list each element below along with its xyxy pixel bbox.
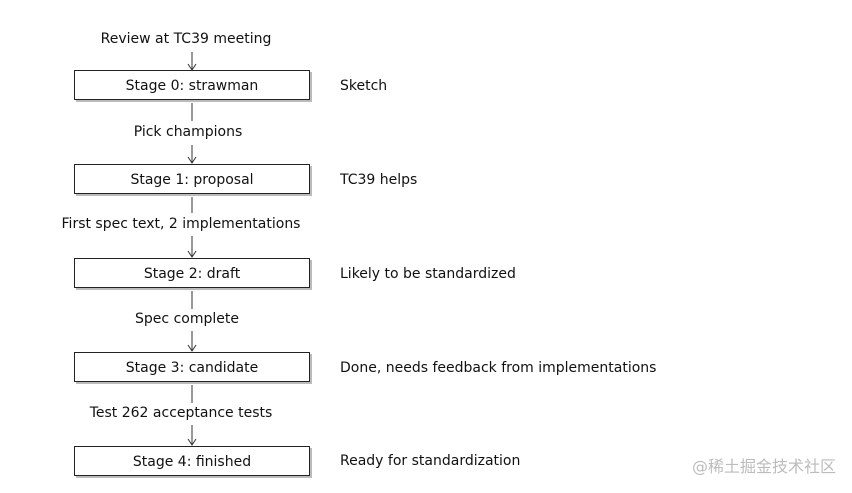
stage-box-1: Stage 1: proposal — [74, 164, 310, 194]
stage-label-3: Stage 3: candidate — [125, 360, 259, 376]
stage-box-2: Stage 2: draft — [74, 258, 310, 288]
transition-label-test262: Test 262 acceptance tests — [89, 405, 273, 421]
transition-label-spec-complete: Spec complete — [135, 311, 239, 327]
stage-description-2: Likely to be standardized — [340, 266, 516, 282]
stage-description-3: Done, needs feedback from implementation… — [340, 360, 657, 376]
watermark-text: @稀土掘金技术社区 — [691, 457, 836, 476]
arrow-head-3 — [187, 344, 197, 352]
stage-description-4: Ready for standardization — [340, 453, 521, 469]
stage-label-4: Stage 4: finished — [132, 454, 252, 470]
transition-label-first-spec: First spec text, 2 implementations — [61, 216, 301, 232]
arrow-head-1 — [187, 156, 197, 164]
stage-label-0: Stage 0: strawman — [125, 78, 259, 94]
stage-label-2: Stage 2: draft — [143, 266, 241, 282]
arrow-head-2 — [187, 250, 197, 258]
stage-description-1: TC39 helps — [340, 172, 418, 188]
transition-label-review: Review at TC39 meeting — [100, 31, 272, 47]
stage-description-0: Sketch — [340, 78, 388, 94]
stage-box-0: Stage 0: strawman — [74, 70, 310, 100]
transition-label-pick-champions: Pick champions — [133, 124, 243, 140]
arrow-head-4 — [187, 438, 197, 446]
stage-label-1: Stage 1: proposal — [130, 172, 254, 188]
stage-box-3: Stage 3: candidate — [74, 352, 310, 382]
stage-box-4: Stage 4: finished — [74, 446, 310, 476]
